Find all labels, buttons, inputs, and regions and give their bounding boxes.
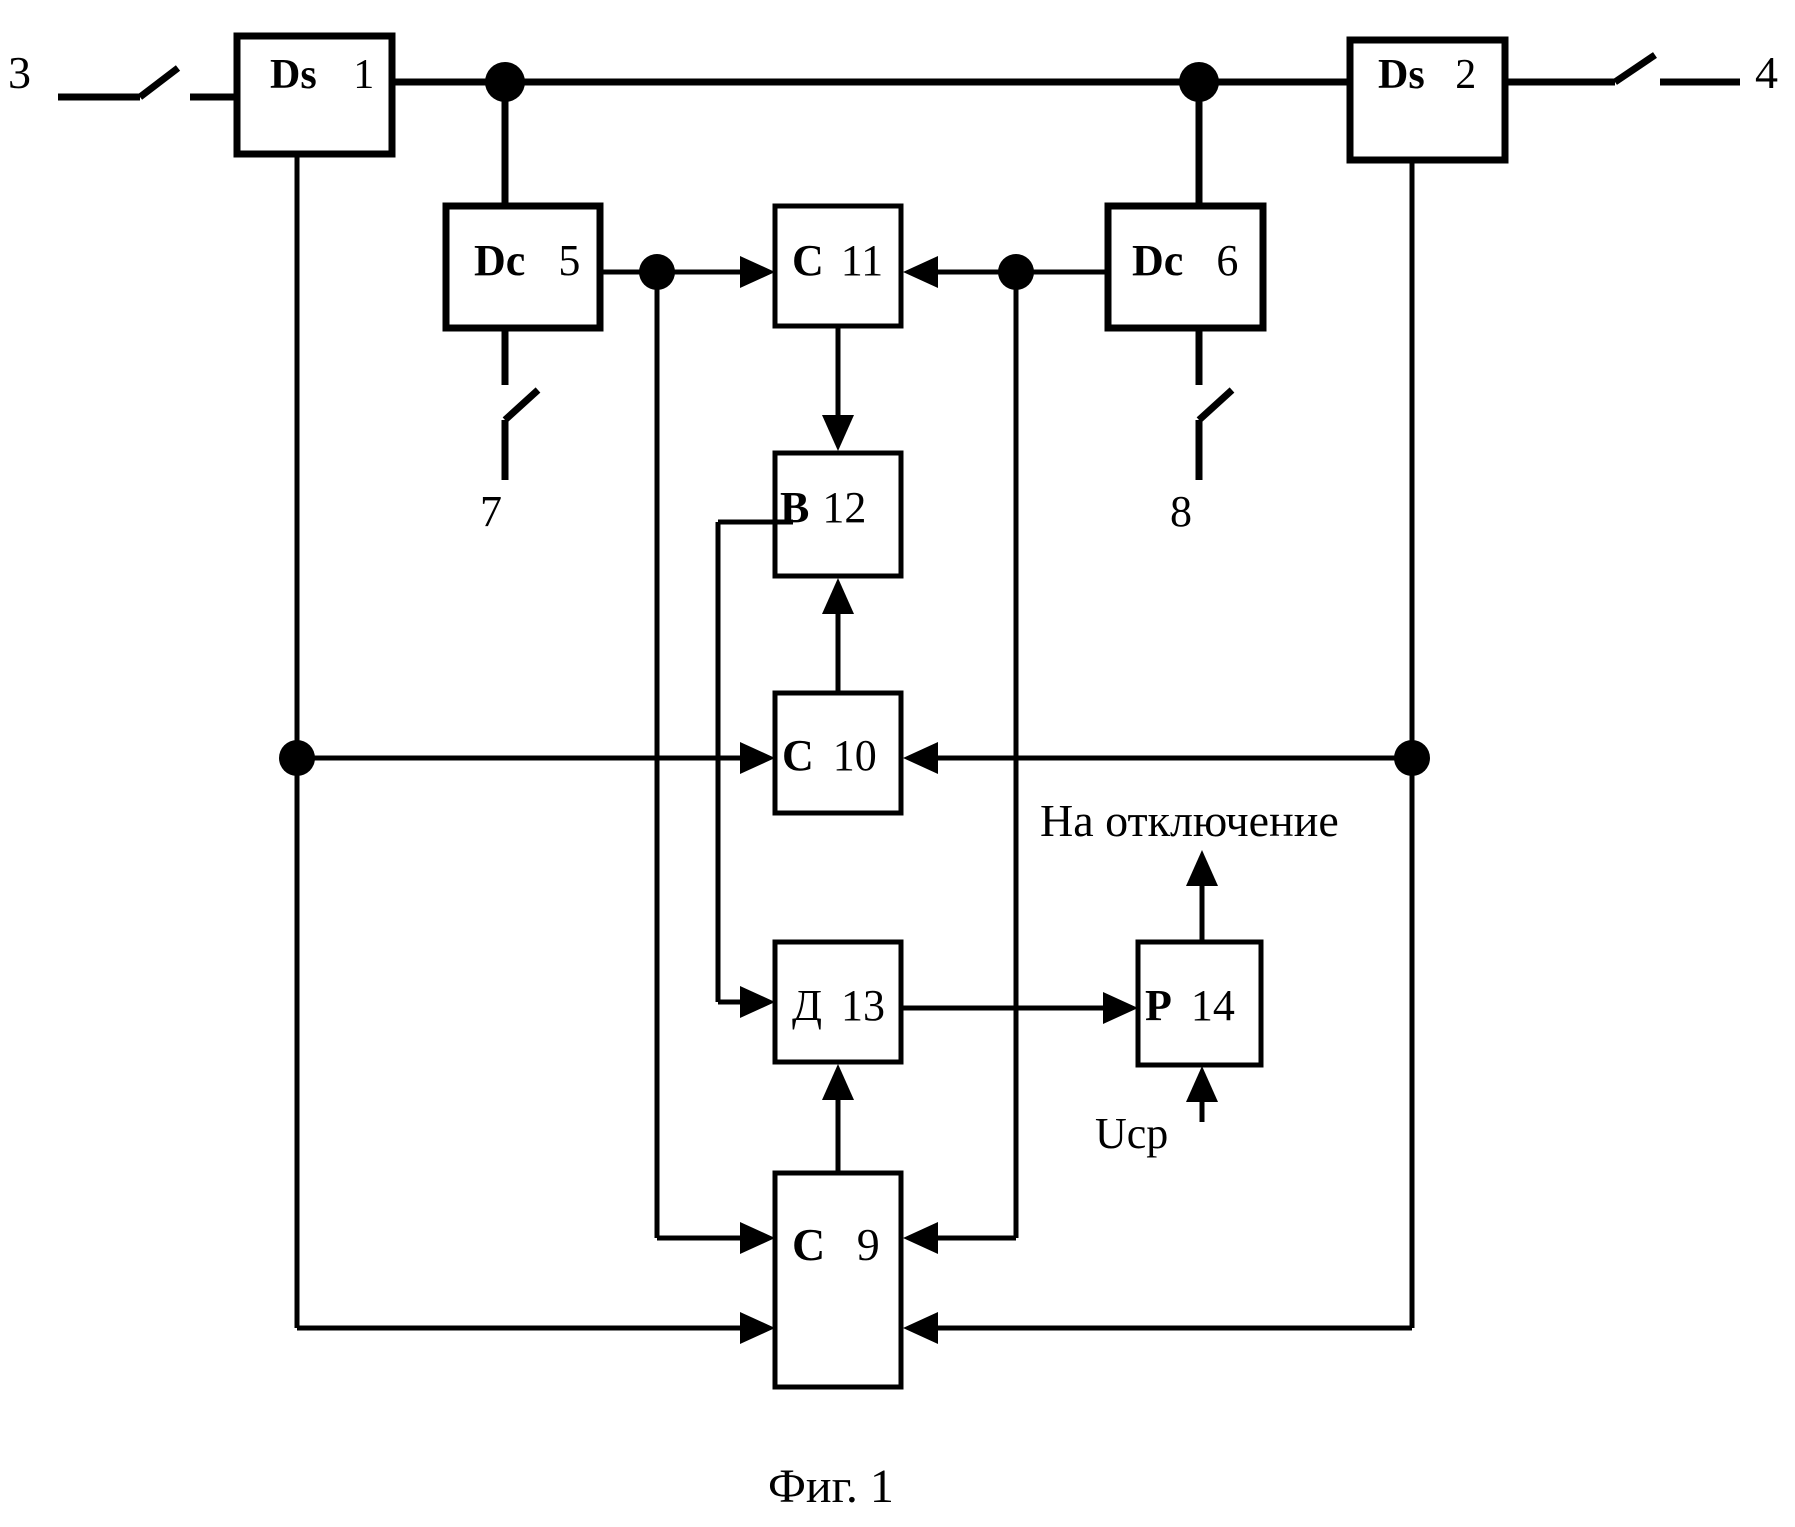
block-c-10: С 10 <box>775 693 901 813</box>
block-ds-1-number: 1 <box>353 52 374 98</box>
block-d-13-prefix: Д <box>792 981 822 1030</box>
arrowhead <box>740 986 775 1018</box>
block-dc-6: Dc 6 <box>1108 206 1263 328</box>
switch-8 <box>1199 328 1232 480</box>
svg-text:В 12: В 12 <box>780 483 866 532</box>
arrowhead <box>903 1222 938 1254</box>
block-c-9-prefix: С <box>792 1219 825 1270</box>
block-c-10-number: 10 <box>833 731 877 780</box>
block-c-11-number: 11 <box>841 236 883 285</box>
arrowhead <box>1103 992 1138 1024</box>
block-c-9-number: 9 <box>857 1219 880 1270</box>
block-b-12: В 12 <box>775 453 901 576</box>
terminal-4: 4 <box>1755 47 1778 98</box>
block-p-14-prefix: Р <box>1145 981 1172 1030</box>
svg-text:Dc 5: Dc 5 <box>474 236 580 285</box>
switch-7 <box>505 328 538 480</box>
arrowhead <box>740 742 775 774</box>
block-c-9: С 9 <box>775 1173 901 1387</box>
block-ds-2-prefix: Ds <box>1378 52 1425 98</box>
block-ds-1-prefix: Ds <box>270 52 317 98</box>
block-ds-2-number: 2 <box>1455 52 1476 98</box>
arrowhead <box>822 415 854 451</box>
svg-text:Ds 2: Ds 2 <box>1378 52 1476 98</box>
block-p-14: Р 14 <box>1138 942 1261 1065</box>
block-p-14-number: 14 <box>1191 981 1235 1030</box>
block-dc-5-prefix: Dc <box>474 236 525 285</box>
ucp-input-label: Uср <box>1095 1109 1168 1158</box>
svg-text:Р 14: Р 14 <box>1145 981 1235 1030</box>
arrowhead <box>740 1312 775 1344</box>
figure-caption: Фиг. 1 <box>768 1460 894 1513</box>
arrowhead <box>822 578 854 614</box>
terminal-7: 7 <box>480 487 502 536</box>
terminal-8: 8 <box>1170 487 1192 536</box>
block-dc-5: Dc 5 <box>446 206 600 328</box>
arrowhead <box>1186 850 1218 886</box>
block-ds-2: Ds 2 <box>1350 40 1505 160</box>
svg-text:С 9: С 9 <box>792 1219 880 1270</box>
svg-text:Dc 6: Dc 6 <box>1132 236 1238 285</box>
arrowhead <box>903 256 938 288</box>
arrowhead <box>1186 1066 1218 1102</box>
block-dc-6-number: 6 <box>1216 236 1238 285</box>
arrowhead <box>822 1064 854 1100</box>
block-b-12-prefix: В <box>780 483 809 532</box>
trip-output-label: На отключение <box>1040 795 1339 846</box>
block-b-12-number: 12 <box>822 483 866 532</box>
terminal-3: 3 <box>8 47 31 98</box>
block-c-11-prefix: С <box>792 236 824 285</box>
block-c-11: С 11 <box>775 206 901 326</box>
arrowhead <box>903 1312 938 1344</box>
block-d-13: Д 13 <box>775 942 901 1062</box>
arrowhead <box>740 1222 775 1254</box>
arrowhead <box>903 742 938 774</box>
block-ds-1: Ds 1 <box>237 36 392 154</box>
svg-text:Ds 1: Ds 1 <box>270 52 374 98</box>
block-dc-5-number: 5 <box>558 236 580 285</box>
block-dc-6-prefix: Dc <box>1132 236 1183 285</box>
block-c-10-prefix: С <box>782 731 814 780</box>
arrowhead <box>740 256 775 288</box>
block-d-13-number: 13 <box>841 981 885 1030</box>
